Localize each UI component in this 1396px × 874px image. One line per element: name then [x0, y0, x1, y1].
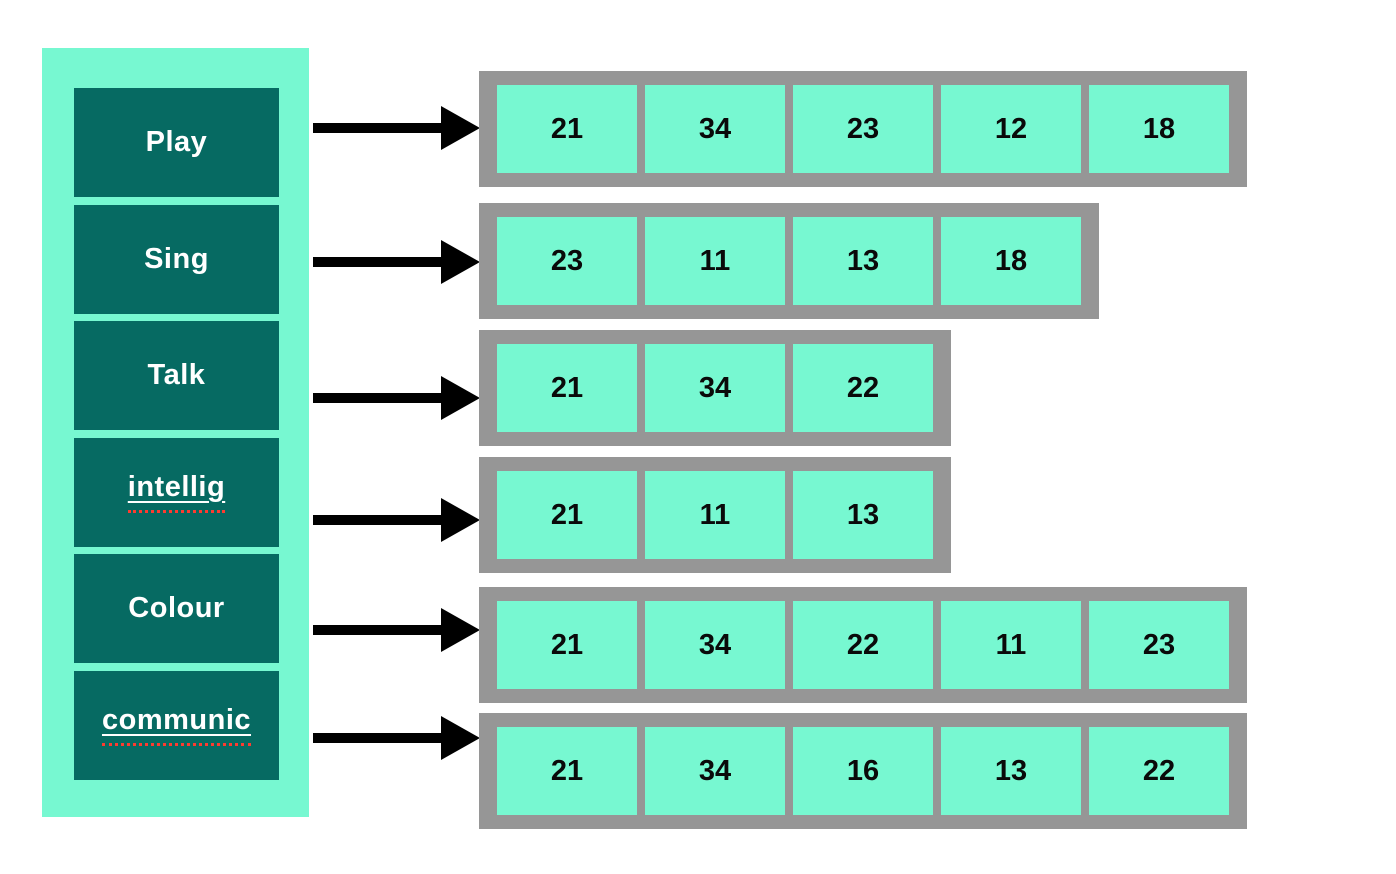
value-cell: 22 [793, 601, 933, 689]
key-box-sing: Sing [74, 205, 279, 314]
value-cell: 12 [941, 85, 1081, 173]
arrow-icon-sing [313, 240, 480, 284]
value-cell: 21 [497, 85, 637, 173]
key-label-communic: communic [101, 705, 252, 746]
arrow-head [441, 240, 480, 284]
value-cell: 11 [941, 601, 1081, 689]
arrow-icon-communic [313, 716, 480, 760]
value-cell: 11 [645, 217, 785, 305]
arrow-stem [313, 515, 445, 525]
value-cell: 13 [941, 727, 1081, 815]
value-cell: 21 [497, 344, 637, 432]
value-cell: 11 [645, 471, 785, 559]
value-cell: 18 [941, 217, 1081, 305]
key-label-intellig: intellig [127, 472, 226, 513]
arrow-icon-intellig [313, 498, 480, 542]
key-label-sing: Sing [144, 243, 209, 275]
value-cell: 18 [1089, 85, 1229, 173]
value-cell: 34 [645, 727, 785, 815]
value-cell: 16 [793, 727, 933, 815]
value-cell: 23 [1089, 601, 1229, 689]
key-box-talk: Talk [74, 321, 279, 430]
value-cell: 34 [645, 344, 785, 432]
arrow-icon-colour [313, 608, 480, 652]
arrow-stem [313, 733, 445, 743]
arrow-head [441, 498, 480, 542]
key-box-intellig: intellig [74, 438, 279, 547]
arrow-icon-play [313, 106, 480, 150]
arrow-head [441, 106, 480, 150]
key-label-colour: Colour [128, 592, 225, 624]
value-cell: 13 [793, 217, 933, 305]
key-label-talk: Talk [147, 359, 206, 391]
arrow-stem [313, 123, 445, 133]
value-cell: 34 [645, 601, 785, 689]
value-cell: 22 [1089, 727, 1229, 815]
key-label-play: Play [145, 126, 208, 158]
arrow-head [441, 376, 480, 420]
value-cell: 23 [497, 217, 637, 305]
key-box-colour: Colour [74, 554, 279, 663]
key-box-communic: communic [74, 671, 279, 780]
value-cell: 21 [497, 601, 637, 689]
value-cell: 21 [497, 471, 637, 559]
arrow-stem [313, 393, 445, 403]
key-box-play: Play [74, 88, 279, 197]
value-cell: 21 [497, 727, 637, 815]
arrow-stem [313, 257, 445, 267]
arrow-stem [313, 625, 445, 635]
arrow-head [441, 608, 480, 652]
value-cell: 34 [645, 85, 785, 173]
arrow-head [441, 716, 480, 760]
value-cell: 22 [793, 344, 933, 432]
value-cell: 13 [793, 471, 933, 559]
arrow-icon-talk [313, 376, 480, 420]
value-cell: 23 [793, 85, 933, 173]
